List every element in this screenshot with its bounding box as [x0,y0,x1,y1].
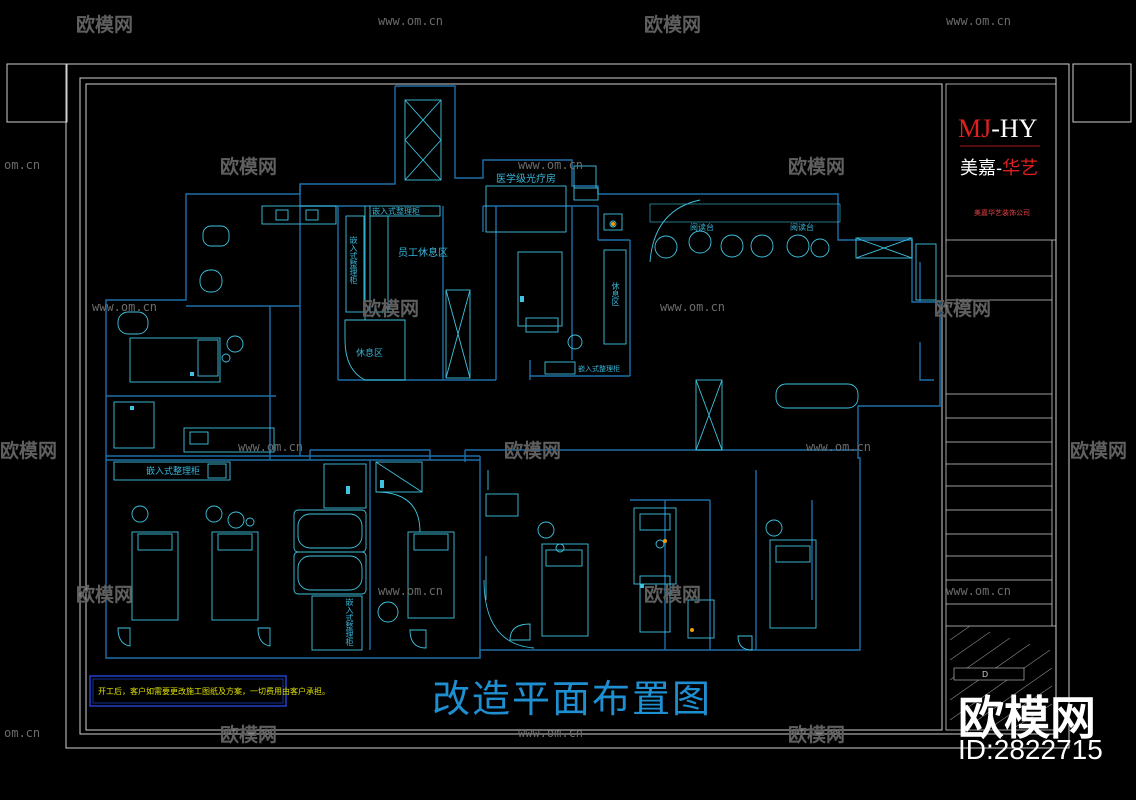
room-label-cabinet: 嵌入式整理柜 [146,467,201,477]
sheet-letter: D [982,670,989,679]
watermark-logo: 欧模网 [644,14,702,36]
drawing-note: 开工后，客户如需要更改施工图纸及方案，一切费用由客户承担。 [98,687,330,696]
brand-logo: MJ-HY [958,114,1037,144]
resource-id: ID:2822715 [958,734,1103,765]
watermark-url: om.cn [4,726,41,740]
room-label-medical-light: 医学级光疗房 [496,174,556,185]
brand-sub-white: 美嘉- [960,158,1003,179]
room-label-vertical-a: 休息区 [611,282,620,306]
watermark-logo: 欧模网 [934,298,992,320]
watermark-url: www.om.cn [806,440,872,454]
room-label-reading-2: 阅读台 [790,223,814,232]
room-label-cabinet: 嵌入式整理柜 [578,365,620,373]
brand-white: -HY [991,114,1038,143]
watermark-url: www.om.cn [378,14,444,28]
title-block [945,83,1057,731]
drawing-title: 改造平面布置图 [432,677,713,721]
furniture [113,99,937,651]
room-label-vertical-b: 嵌入式整理柜 [345,598,354,646]
watermark-logo: 欧模网 [1070,440,1128,462]
brand-subtitle: 美嘉-华艺 [960,154,1038,180]
watermark-url: www.om.cn [378,584,444,598]
room-label-cabinet: 嵌入式整理柜 [372,207,420,216]
watermark-url: www.om.cn [946,14,1012,28]
watermark-url: www.om.cn [518,158,584,172]
watermark-logo: 欧模网 [504,440,562,462]
watermark-logo: 欧模网 [0,440,58,462]
watermark-url: www.om.cn [238,440,304,454]
fixture-marks [611,222,694,632]
watermark-logo: 欧模网 [788,156,846,178]
watermark-logo: 欧模网 [76,14,134,36]
watermark-url: www.om.cn [946,584,1012,598]
watermark-logo: 欧模网 [644,584,702,606]
room-label-wall-cabinet: 嵌入式整理柜 [349,236,358,284]
watermark-logo: 欧模网 [788,724,846,746]
watermark-logo: 欧模网 [362,298,420,320]
brand-sub-red: 华艺 [1002,158,1039,179]
watermark-logo: 欧模网 [76,584,134,606]
watermark-url: www.om.cn [92,300,158,314]
watermark-big-logo: 欧模网 [958,691,1096,745]
brand-red: MJ [958,114,992,143]
watermark-url: om.cn [4,158,41,172]
watermark-url: www.om.cn [660,300,726,314]
room-label-staff-lounge: 员工休息区 [398,248,448,259]
title-block-hatch [949,625,1053,729]
company-name: 美嘉华艺装饰公司 [974,209,1030,217]
watermark-logo: 欧模网 [220,156,278,178]
solid-marks [130,296,644,588]
watermark-logo: 欧模网 [220,724,278,746]
watermark-url: www.om.cn [518,726,584,740]
room-label-reading-1: 阅读台 [690,223,714,232]
room-label-rest-area: 休息区 [356,349,384,359]
